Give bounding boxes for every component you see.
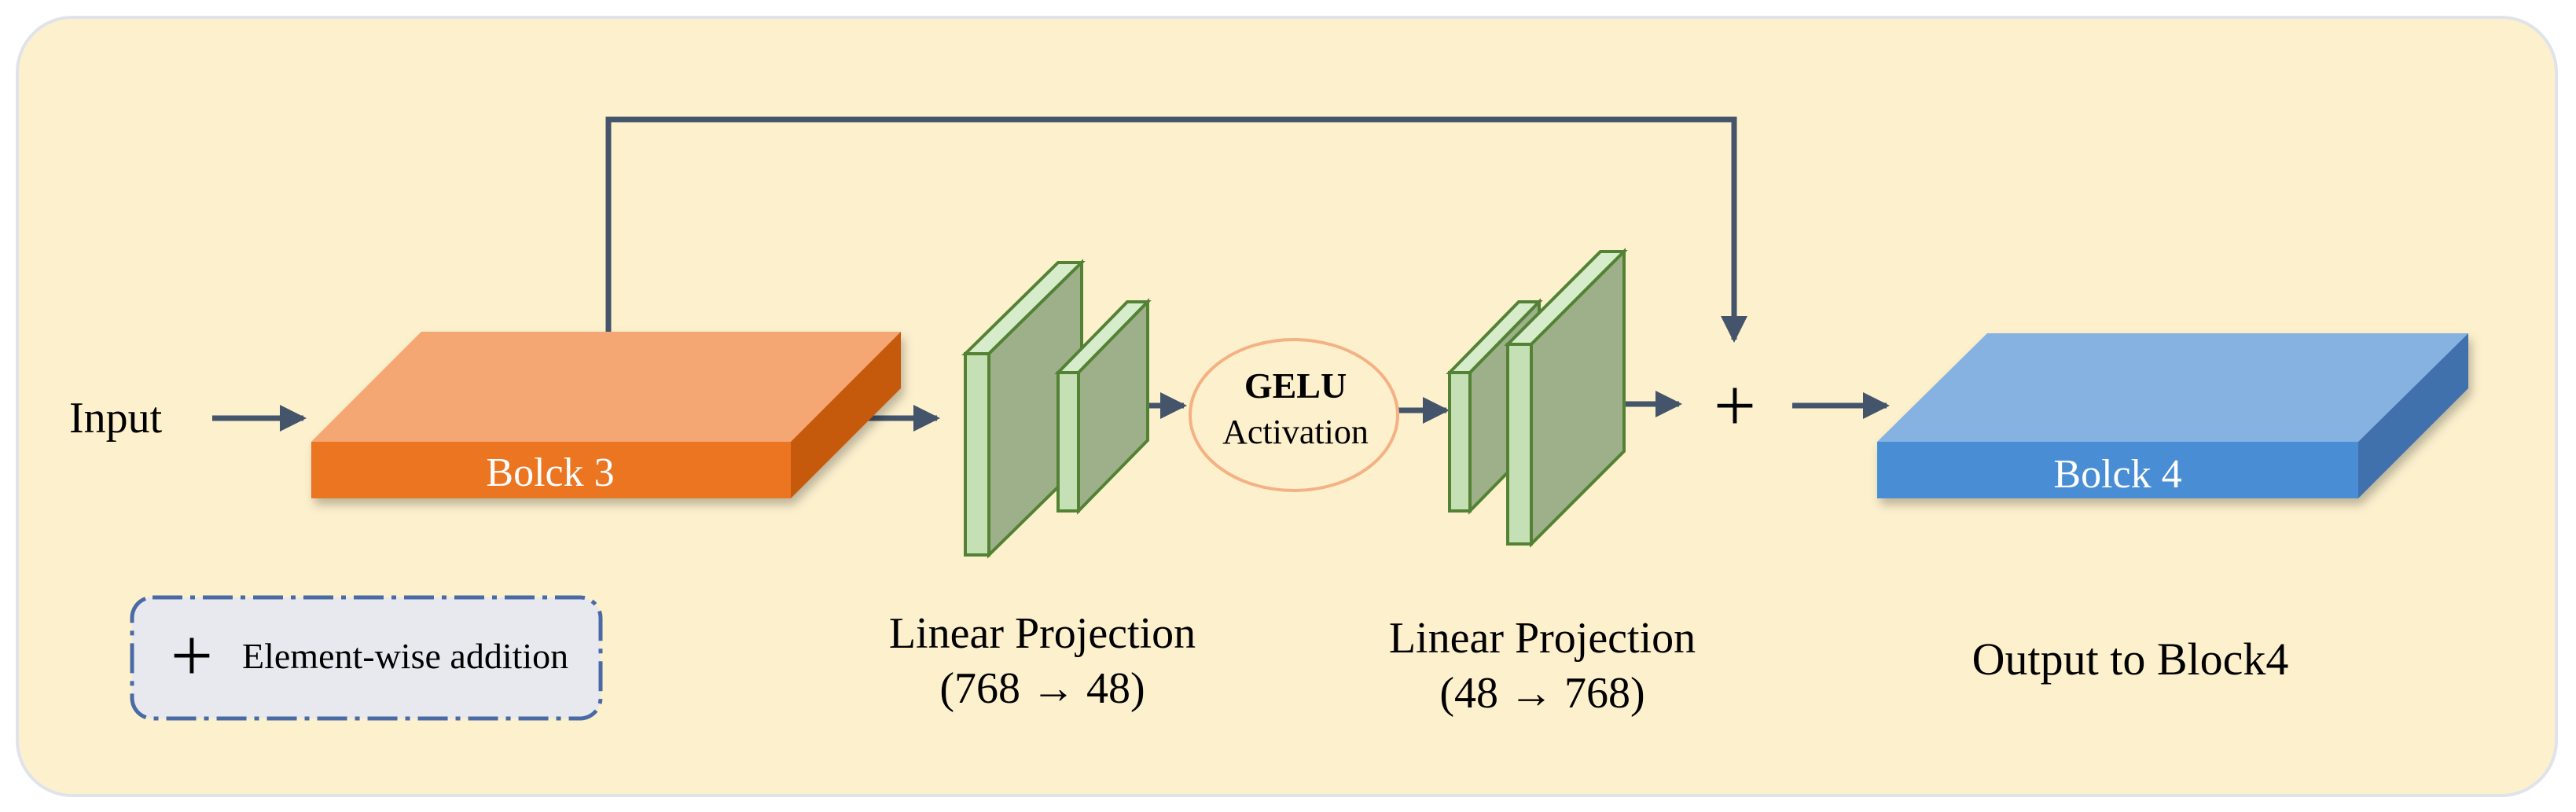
proj1-layers <box>961 259 1152 559</box>
block3-side-face <box>791 332 901 498</box>
legend-label: Element-wise addition <box>242 636 568 676</box>
proj2-small-layer-edge <box>1448 371 1472 513</box>
legend-box <box>130 595 603 721</box>
proj1-title: Linear Projection <box>889 609 1196 658</box>
block3-label: Bolck 3 <box>486 450 614 495</box>
block4-label: Bolck 4 <box>2053 452 2181 497</box>
block4-top-face <box>1877 333 2468 442</box>
gelu-subtitle: Activation <box>1222 413 1369 451</box>
block3 <box>311 332 901 498</box>
proj1-dims: (768 → 48) <box>939 664 1145 713</box>
legend-symbol: + <box>171 613 213 697</box>
proj2-large-layer-face <box>1530 248 1626 548</box>
proj2-title: Linear Projection <box>1389 614 1696 663</box>
proj1-small-layer-face <box>1077 298 1149 515</box>
block3-front-face <box>311 442 791 498</box>
output-label: Output to Block4 <box>1972 634 2289 685</box>
block4 <box>1877 333 2468 498</box>
skip-connection-line <box>605 116 1747 379</box>
block4-side-face <box>2358 333 2468 498</box>
proj2-dims: (48 → 768) <box>1439 669 1644 718</box>
legend: + Element-wise addition <box>130 595 603 721</box>
gelu-node <box>1189 338 1399 492</box>
block4-front-face <box>1877 442 2358 498</box>
proj1-large-layer-edge <box>964 352 990 557</box>
proj2-large-layer-edge <box>1506 343 1533 546</box>
proj2-layers <box>1446 248 1628 548</box>
gelu-title: GELU <box>1244 366 1347 406</box>
add-symbol: + <box>1714 363 1756 447</box>
input-label: Input <box>69 394 163 443</box>
proj1-small-layer-edge <box>1056 371 1080 513</box>
block3-top-face <box>311 332 901 442</box>
